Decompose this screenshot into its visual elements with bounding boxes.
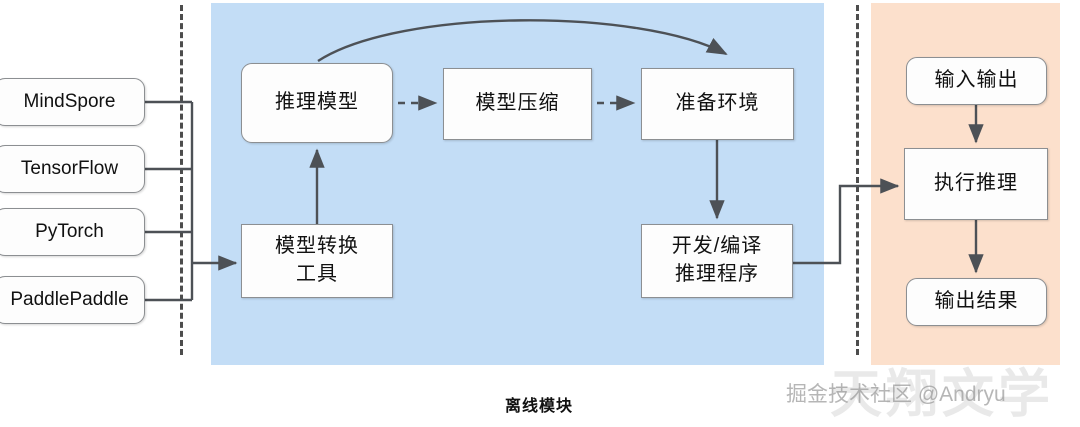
- framework-label: MindSpore: [23, 90, 116, 112]
- node-input-output[interactable]: 输入输出: [906, 57, 1047, 105]
- dashed-separator-left: [180, 5, 183, 355]
- node-label: 开发/编译 推理程序: [671, 235, 763, 285]
- node-label: 输出结果: [934, 290, 1019, 313]
- node-prepare-environment[interactable]: 准备环境: [641, 68, 794, 140]
- node-output-result[interactable]: 输出结果: [906, 278, 1047, 326]
- node-label: 推理模型: [275, 91, 359, 114]
- offline-module-region: [211, 3, 824, 365]
- dashed-separator-right: [856, 5, 859, 355]
- framework-box-paddlepaddle[interactable]: PaddlePaddle: [0, 276, 145, 324]
- framework-box-tensorflow[interactable]: TensorFlow: [0, 145, 145, 193]
- node-execute-inference[interactable]: 执行推理: [904, 148, 1048, 220]
- framework-label: PaddlePaddle: [10, 288, 129, 310]
- node-model-compression[interactable]: 模型压缩: [443, 68, 592, 140]
- node-inference-model[interactable]: 推理模型: [241, 63, 393, 143]
- watermark-text: 掘金技术社区 @Andryu: [786, 383, 1006, 406]
- framework-label: PyTorch: [35, 220, 104, 242]
- framework-box-mindspore[interactable]: MindSpore: [0, 78, 145, 126]
- node-label: 准备环境: [675, 92, 760, 115]
- framework-box-pytorch[interactable]: PyTorch: [0, 208, 145, 256]
- node-model-conversion-tool[interactable]: 模型转换 工具: [241, 224, 393, 298]
- node-label: 模型转换 工具: [275, 235, 359, 285]
- node-label: 输入输出: [934, 69, 1019, 92]
- node-develop-compile-inference-program[interactable]: 开发/编译 推理程序: [641, 224, 793, 298]
- watermark-background-text: 天翔文学: [830, 366, 1055, 424]
- node-label: 执行推理: [934, 172, 1018, 195]
- caption-offline-module: 离线模块: [505, 398, 574, 415]
- framework-label: TensorFlow: [20, 157, 119, 179]
- node-label: 模型压缩: [475, 92, 560, 115]
